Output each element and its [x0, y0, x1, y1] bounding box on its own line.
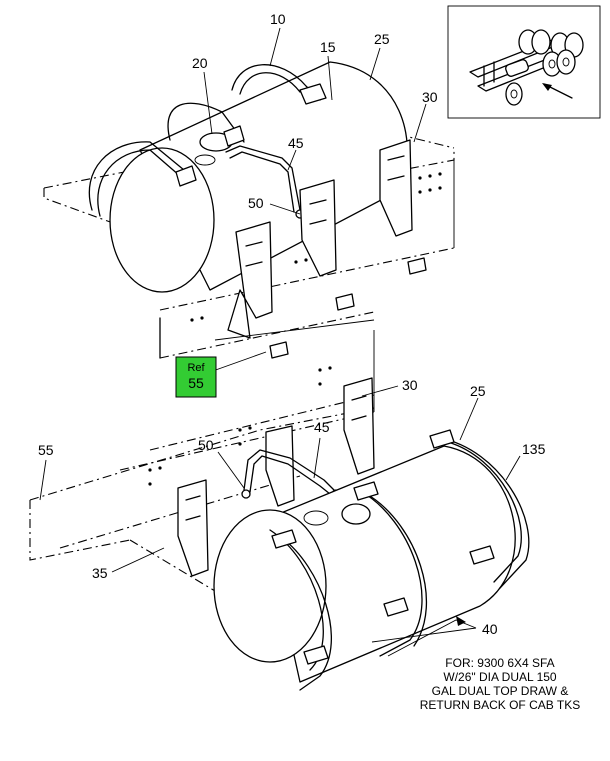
lower-tank-straps	[269, 429, 530, 691]
callout-20: 20	[192, 55, 208, 71]
reference-box-number: 55	[188, 375, 204, 391]
callout-50-top: 50	[248, 195, 264, 211]
reference-box-ref-label: Ref	[187, 362, 205, 374]
upper-fuel-tank	[109, 61, 408, 293]
note-line: FOR: 9300 6X4 SFA	[445, 656, 555, 670]
callout-50-bot: 50	[198, 437, 214, 453]
note-line: GAL DUAL TOP DRAW &	[431, 684, 569, 698]
callout-135: 135	[522, 441, 546, 457]
callout-45-bot: 45	[314, 419, 330, 435]
locator-inset	[447, 5, 601, 119]
leader-lines	[39, 27, 521, 657]
upper-tank-straps	[88, 64, 327, 217]
callout-55: 55	[38, 442, 54, 458]
lower-mounting-brackets	[177, 377, 375, 577]
upper-mounting-brackets	[227, 139, 413, 339]
callout-40: 40	[482, 621, 498, 637]
upper-clips	[269, 257, 427, 359]
lower-fuel-tank	[213, 445, 516, 683]
note-line: W/26" DIA DUAL 150	[443, 670, 557, 684]
note-line: RETURN BACK OF CAB TKS	[419, 698, 581, 712]
reference-box[interactable]: Ref 55	[175, 356, 217, 398]
callout-labels: 10 15 20 25 30 45 50 30 25 135 55 50 45 …	[38, 11, 546, 637]
callout-30-mid: 30	[402, 377, 418, 393]
callout-25-mid: 25	[470, 383, 486, 399]
callout-25-top: 25	[374, 31, 390, 47]
applicability-note: FOR: 9300 6X4 SFA W/26" DIA DUAL 150 GAL…	[400, 656, 600, 712]
callout-10: 10	[270, 11, 286, 27]
callout-45-top: 45	[288, 135, 304, 151]
callout-15: 15	[320, 39, 336, 55]
callout-30-top: 30	[422, 89, 438, 105]
callout-35: 35	[92, 565, 108, 581]
